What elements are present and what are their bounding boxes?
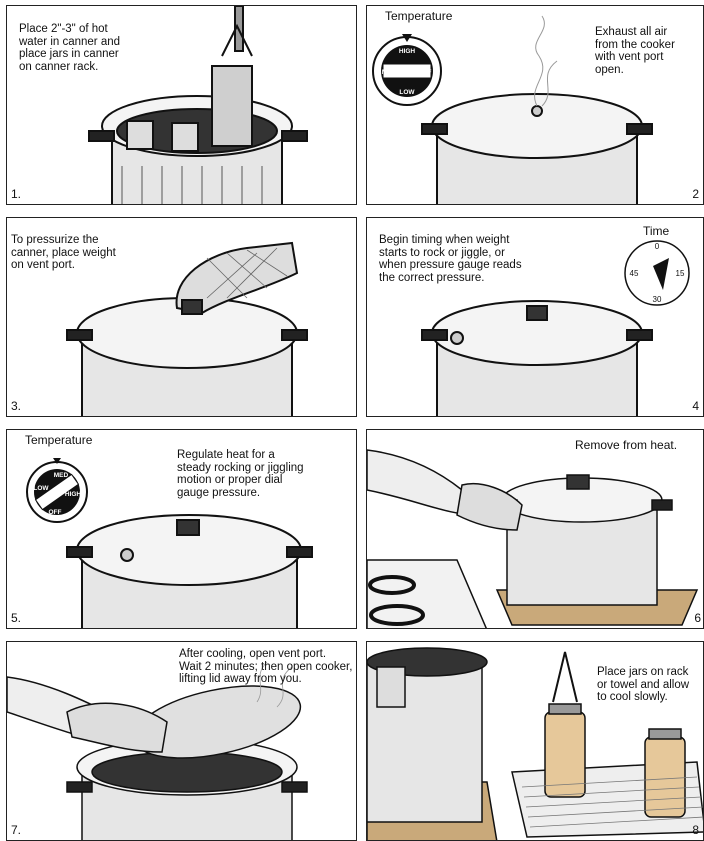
timer-icon: 0 15 30 45 [625,241,689,305]
temperature-label: Temperature [385,9,452,23]
step-7-caption: After cooling, open vent port. Wait 2 mi… [179,648,352,686]
step-5-panel: MED HIGH OFF LOW Temperature Regulate he… [6,429,357,629]
step-5-caption: Regulate heat for a steady rocking or ji… [177,449,304,499]
timer-mark-45: 45 [630,269,639,278]
step-1-panel: Place 2"-3" of hot water in canner and p… [6,5,357,205]
dial-mark-high: HIGH [65,491,82,498]
step-4-number: 4 [692,399,699,413]
temperature-label: Temperature [25,433,92,447]
step-2-caption: Exhaust all air from the cooker with ven… [595,26,675,76]
step-6-number: 6 [694,611,701,625]
step-3-number: 3. [11,399,21,413]
step-4-panel: 0 15 30 45 Time Begin timing when weight… [366,217,704,417]
dial-mark-off: OFF [49,509,62,516]
step-6-caption: Remove from heat. [575,439,677,452]
step-8-caption: Place jars on rack or towel and allow to… [597,666,689,704]
step-2-panel: HIGH OFF LOW MED Temperature Exhaust all… [366,5,704,205]
timer-mark-0: 0 [655,242,660,251]
step-8-number: 8 [692,823,699,837]
step-4-caption: Begin timing when weight starts to rock … [379,234,522,284]
dial-mark-off: OFF [419,69,432,76]
step-1-number: 1. [11,187,21,201]
step-3-caption: To pressurize the canner, place weight o… [11,234,116,272]
removing-from-heat-illustration [367,430,704,629]
dial-mark-low: LOW [399,89,415,96]
step-6-panel: Remove from heat. 6 [366,429,704,629]
dial-mark-high: HIGH [399,48,416,55]
step-8-panel: Place jars on rack or towel and allow to… [366,641,704,841]
step-5-number: 5. [11,611,21,625]
dial-mark-low: LOW [33,485,49,492]
time-label: Time [643,224,669,238]
step-7-number: 7. [11,823,21,837]
temperature-dial-icon: MED HIGH OFF LOW [27,458,87,522]
timer-mark-15: 15 [676,269,685,278]
step-1-caption: Place 2"-3" of hot water in canner and p… [19,23,120,73]
step-2-number: 2 [692,187,699,201]
step-3-panel: To pressurize the canner, place weight o… [6,217,357,417]
timer-mark-30: 30 [653,295,662,304]
temperature-dial-icon: HIGH OFF LOW MED [373,34,441,105]
step-7-panel: After cooling, open vent port. Wait 2 mi… [6,641,357,841]
dial-mark-med: MED [54,472,69,479]
dial-mark-med: MED [382,69,397,76]
